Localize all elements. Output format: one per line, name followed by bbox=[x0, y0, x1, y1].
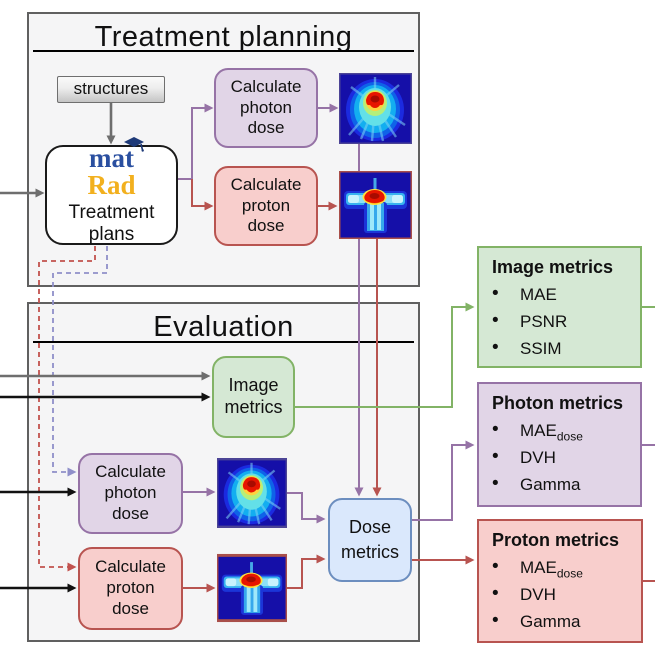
metric-item: Gamma bbox=[492, 610, 635, 632]
node-label-line: metrics bbox=[341, 542, 399, 562]
matrad-subtitle: Treatment plans bbox=[69, 202, 155, 246]
treatment-planning-title-rule bbox=[33, 50, 414, 52]
node-label-line: proton bbox=[106, 578, 155, 598]
node-label-line: metrics bbox=[224, 397, 283, 417]
metric-item: DVH bbox=[492, 583, 635, 605]
node-label-line: proton bbox=[241, 195, 291, 215]
graduation-cap-icon bbox=[123, 136, 144, 152]
node-label-line: Dose bbox=[348, 516, 392, 537]
dose-metrics-node: Dose metrics bbox=[328, 498, 412, 582]
metric-item: MAEdose bbox=[492, 556, 635, 579]
image-metrics-panel-title: Image metrics bbox=[492, 257, 614, 277]
tp-proton-dose-image bbox=[339, 171, 412, 239]
image-metrics-panel: Image metrics MAE PSNR SSIM bbox=[477, 246, 642, 368]
structures-label: structures bbox=[73, 79, 149, 99]
matrad-subtitle-line1: Treatment bbox=[68, 201, 155, 223]
node-label-line: Calculate bbox=[95, 557, 166, 577]
metric-item: Gamma bbox=[492, 473, 634, 495]
node-label-line: Calculate bbox=[95, 462, 166, 482]
eval-calculate-proton-dose-node: Calculate proton dose bbox=[78, 547, 183, 630]
structures-node: structures bbox=[57, 76, 165, 103]
metric-item: MAE bbox=[492, 283, 634, 305]
eval-proton-dose-image bbox=[217, 553, 287, 623]
matrad-logo-rad: Rad bbox=[87, 169, 136, 200]
node-label-line: photon bbox=[104, 483, 157, 503]
image-metrics-list: MAE PSNR SSIM bbox=[492, 283, 634, 359]
metric-item: SSIM bbox=[492, 337, 634, 359]
photon-metrics-list: MAEdose DVH Gamma bbox=[492, 419, 634, 495]
matrad-logo-mat: mat bbox=[89, 142, 134, 173]
treatment-planning-title: Treatment planning bbox=[94, 21, 353, 53]
tp-calculate-photon-dose-node: Calculate photon dose bbox=[214, 68, 318, 148]
node-label-line: Calculate bbox=[230, 76, 302, 96]
metric-item: MAEdose bbox=[492, 419, 634, 442]
tp-calculate-proton-dose-node: Calculate proton dose bbox=[214, 166, 318, 246]
node-label-line: Calculate bbox=[230, 174, 302, 194]
matrad-subtitle-line2: plans bbox=[88, 223, 135, 245]
evaluation-title: Evaluation bbox=[153, 311, 294, 343]
tp-photon-dose-image bbox=[339, 73, 412, 144]
photon-metrics-panel-title: Photon metrics bbox=[492, 393, 624, 413]
node-label-line: dose bbox=[247, 216, 285, 236]
node-label-line: Image bbox=[228, 375, 279, 396]
node-label-line: photon bbox=[240, 97, 292, 117]
node-label-line: dose bbox=[247, 118, 285, 138]
arrow-dose-metrics-to-photon-panel bbox=[412, 440, 475, 521]
eval-image-metrics-node: Image metrics bbox=[212, 356, 295, 438]
metric-item: DVH bbox=[492, 446, 634, 468]
proton-metrics-list: MAEdose DVH Gamma bbox=[492, 556, 635, 632]
proton-metrics-panel-title: Proton metrics bbox=[492, 530, 620, 550]
metric-item: PSNR bbox=[492, 310, 634, 332]
evaluation-title-rule bbox=[33, 341, 414, 343]
photon-metrics-panel: Photon metrics MAEdose DVH Gamma bbox=[477, 382, 642, 507]
node-label-line: dose bbox=[112, 598, 149, 618]
eval-photon-dose-image bbox=[217, 458, 287, 528]
proton-metrics-panel: Proton metrics MAEdose DVH Gamma bbox=[477, 519, 643, 643]
node-label-line: dose bbox=[112, 503, 149, 523]
eval-calculate-photon-dose-node: Calculate photon dose bbox=[78, 453, 183, 534]
